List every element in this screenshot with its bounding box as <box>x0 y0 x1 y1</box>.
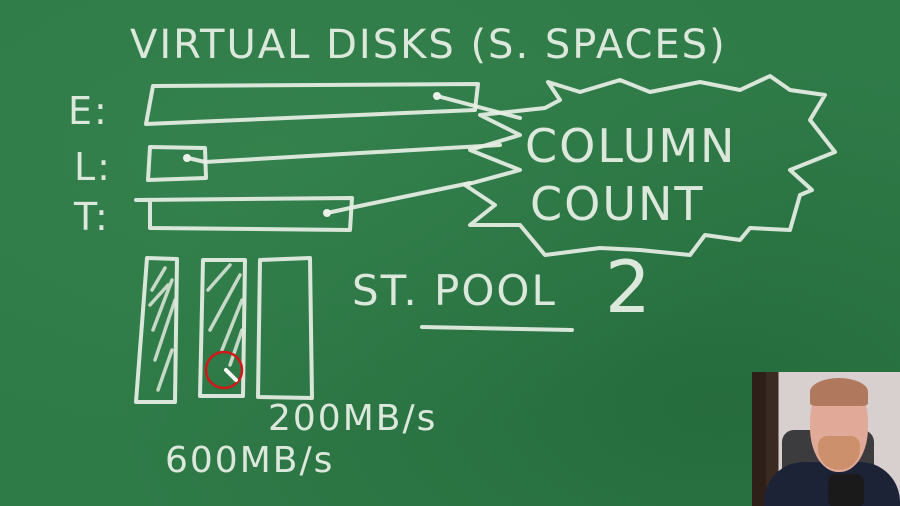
callout-bubble <box>463 74 837 257</box>
cursor-highlight <box>204 350 244 390</box>
microphone <box>828 474 864 506</box>
connector-t <box>325 181 472 215</box>
physical-disk-1 <box>134 256 179 404</box>
board-title: VIRTUAL DISKS (S. SPACES) <box>130 22 727 68</box>
virtual-disk-l-bar <box>146 145 208 182</box>
callout-text-line2: COUNT <box>530 177 705 231</box>
drive-label-l: L: <box>74 145 112 189</box>
presenter-webcam <box>752 372 900 506</box>
connector-e <box>435 94 522 120</box>
connector-l <box>186 143 502 164</box>
disk-speed-label: 200MB/s <box>268 398 437 439</box>
storage-pool-label: ST. POOL <box>352 266 557 315</box>
drive-label-t: T: <box>73 195 110 239</box>
physical-disk-3 <box>256 256 314 400</box>
total-speed-label: 600MB/s <box>165 440 334 481</box>
physical-disk-2 <box>198 258 247 398</box>
drive-label-e: E: <box>68 89 109 133</box>
pen-cursor-icon <box>224 368 238 382</box>
storage-pool-number: 2 <box>605 245 653 329</box>
storage-pool-underline <box>420 325 574 332</box>
virtual-disk-t-bar <box>134 196 354 232</box>
virtual-disk-e-bar <box>144 82 480 126</box>
callout-text-line1: COLUMN <box>525 119 736 173</box>
